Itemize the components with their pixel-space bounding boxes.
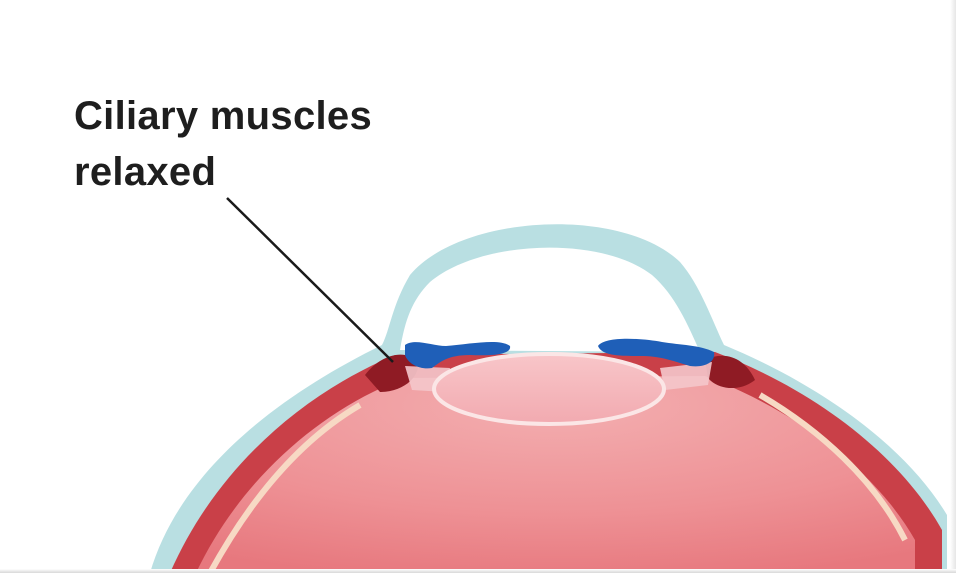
lens <box>434 354 664 424</box>
label-line-1: Ciliary muscles <box>74 88 372 144</box>
ciliary-muscles-label: Ciliary muscles relaxed <box>74 88 372 200</box>
image-border-right <box>950 0 956 573</box>
label-line-2: relaxed <box>74 144 372 200</box>
image-border-bottom <box>0 569 956 573</box>
leader-line <box>227 198 393 362</box>
